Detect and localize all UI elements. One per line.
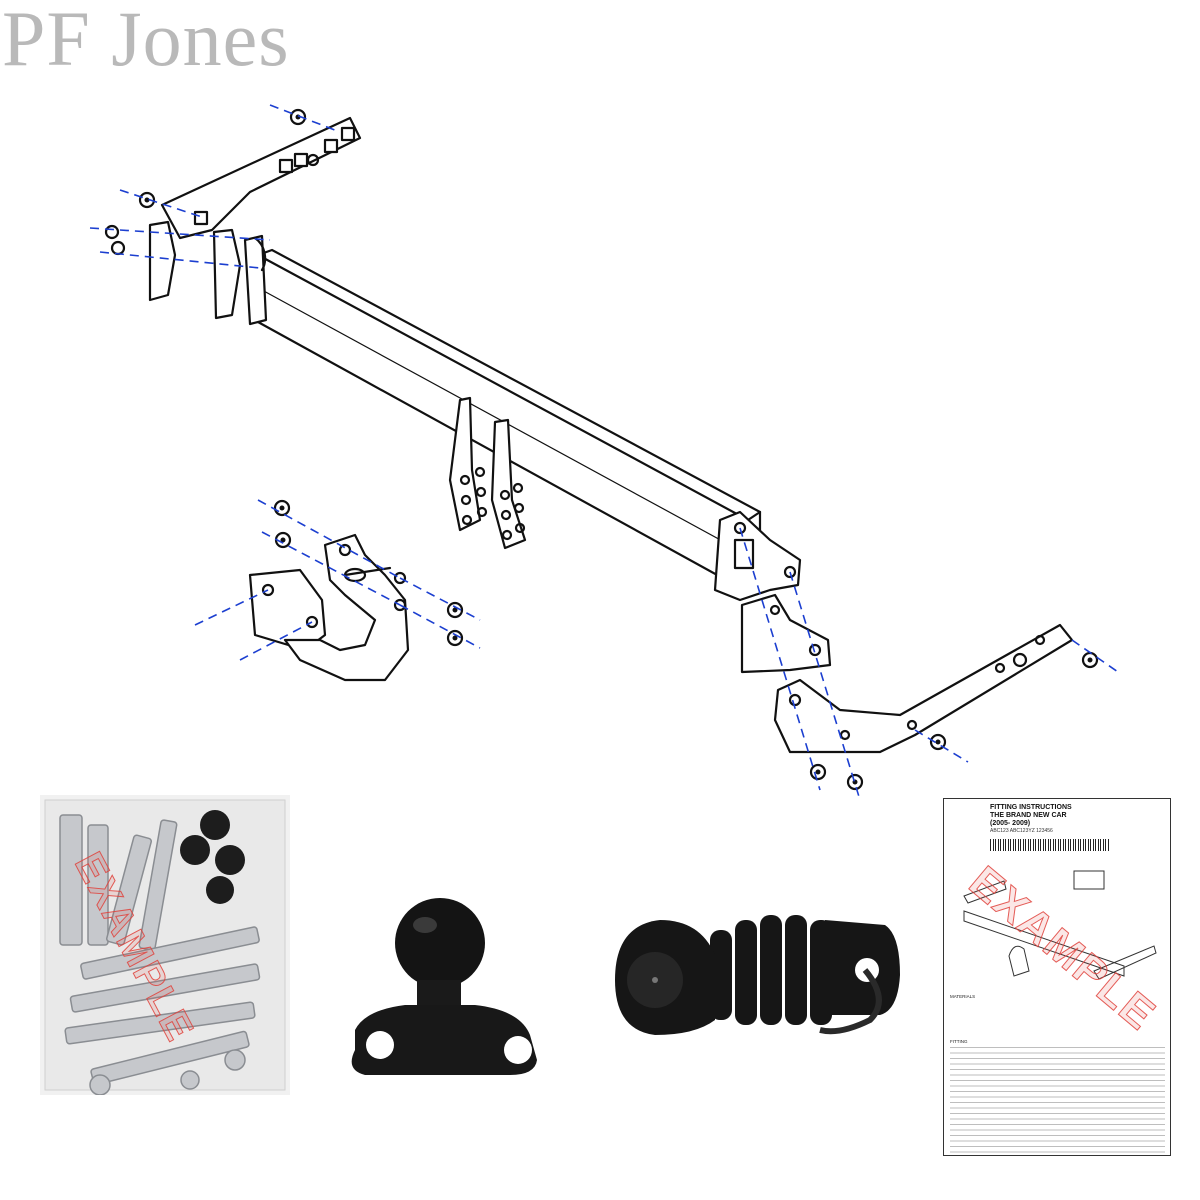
towbar-exploded-diagram-icon xyxy=(89,104,1119,800)
materials-heading: MATERIALS xyxy=(950,994,976,999)
barcode-icon xyxy=(990,839,1110,851)
instructions-car: THE BRAND NEW CAR xyxy=(990,812,1067,819)
instructions-text-lines xyxy=(950,1047,1165,1157)
towball-icon xyxy=(351,898,537,1075)
electric-socket-icon xyxy=(615,915,900,1035)
fitting-instructions-sheet: FITTING INSTRUCTIONS THE BRAND NEW CAR (… xyxy=(943,798,1171,1157)
instructions-code: ABC123 ABC123YZ 123456 xyxy=(990,828,1053,834)
mini-diagram-icon xyxy=(963,870,1157,980)
instructions-years: (2005- 2009) xyxy=(990,820,1031,827)
brand-logo: PF Jones xyxy=(2,0,290,82)
bolt-kit-icon xyxy=(44,799,286,1096)
towball-photo xyxy=(325,895,590,1075)
fitting-heading: FITTING xyxy=(950,1039,968,1044)
electric-socket-photo xyxy=(600,895,910,1070)
bolt-kit-photo: EXAMPLE xyxy=(40,795,290,1096)
instructions-title: FITTING INSTRUCTIONS xyxy=(990,804,1072,811)
instructions-title-block: FITTING INSTRUCTIONS THE BRAND NEW CAR (… xyxy=(990,804,1072,828)
